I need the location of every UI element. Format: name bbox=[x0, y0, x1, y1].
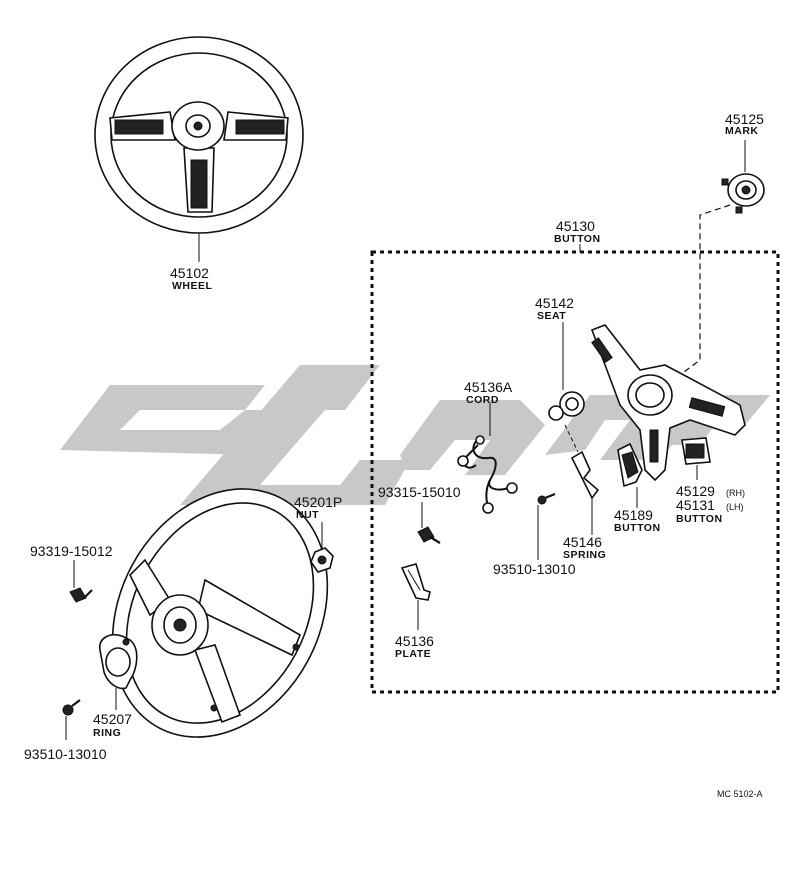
part-name-nut: NUT bbox=[296, 509, 319, 521]
reference-code: MC 5102-A bbox=[717, 789, 763, 799]
button-assembly-box bbox=[370, 244, 780, 694]
screw-a-illustration bbox=[417, 502, 441, 544]
label-screw-c: 93510-13010 bbox=[24, 746, 107, 762]
part-side-lh: (LH) bbox=[726, 502, 744, 512]
spoke-pad-illustration bbox=[590, 324, 746, 482]
spring-illustration bbox=[564, 424, 600, 535]
part-number-cord: 45136A bbox=[464, 379, 513, 395]
part-number-mark: 45125 bbox=[725, 111, 764, 127]
part-name-wheel: WHEEL bbox=[172, 280, 213, 292]
label-plate: 45136 PLATE bbox=[395, 633, 434, 660]
label-ring: 45207 RING bbox=[93, 711, 132, 739]
nut-illustration bbox=[310, 522, 334, 573]
label-button-side: 45129 (RH) 45131 (LH) BUTTON bbox=[676, 483, 745, 525]
screw-b-illustration bbox=[69, 560, 93, 603]
cord-illustration bbox=[457, 403, 518, 514]
part-name-seat: SEAT bbox=[537, 310, 566, 322]
part-number-button-lh: 45131 bbox=[676, 497, 715, 513]
label-nut: 45201P NUT bbox=[294, 494, 342, 521]
part-number-screw-d: 93510-13010 bbox=[493, 561, 576, 577]
part-number-wheel: 45102 bbox=[170, 265, 209, 281]
ring-illustration bbox=[99, 634, 138, 710]
screw-d-illustration bbox=[537, 492, 556, 560]
part-number-button-rh: 45129 bbox=[676, 483, 715, 499]
label-spring: 45146 SPRING bbox=[563, 534, 606, 561]
part-name-button-assembly: BUTTON bbox=[554, 233, 601, 245]
part-name-plate: PLATE bbox=[395, 648, 431, 660]
label-button-assembly: 45130 BUTTON bbox=[554, 218, 601, 245]
part-name-cord: CORD bbox=[466, 394, 499, 406]
label-wheel: 45102 WHEEL bbox=[170, 265, 213, 292]
part-number-seat: 45142 bbox=[535, 295, 574, 311]
screw-c-illustration bbox=[62, 699, 81, 740]
part-number-ring: 45207 bbox=[93, 711, 132, 727]
part-number-button-center: 45189 bbox=[614, 507, 653, 523]
button-side-illustration bbox=[681, 437, 711, 480]
mark-illustration bbox=[679, 140, 765, 376]
wheel-upper-illustration bbox=[94, 36, 304, 262]
label-seat: 45142 SEAT bbox=[535, 295, 574, 322]
part-number-button-assembly: 45130 bbox=[556, 218, 595, 234]
part-name-mark: MARK bbox=[725, 125, 759, 137]
label-screw-b: 93319-15012 bbox=[30, 543, 113, 559]
label-mark: 45125 MARK bbox=[725, 111, 764, 137]
wheel-lower-illustration bbox=[111, 488, 329, 738]
part-name-spring: SPRING bbox=[563, 549, 606, 561]
button-center-illustration bbox=[617, 442, 643, 508]
label-cord: 45136A CORD bbox=[464, 379, 513, 406]
plate-illustration bbox=[400, 563, 431, 630]
part-number-spring: 45146 bbox=[563, 534, 602, 550]
part-name-button-center: BUTTON bbox=[614, 522, 661, 534]
part-name-ring: RING bbox=[93, 727, 121, 739]
part-side-rh: (RH) bbox=[726, 488, 745, 498]
label-screw-d: 93510-13010 bbox=[493, 561, 576, 577]
part-name-button-side: BUTTON bbox=[676, 513, 723, 525]
seat-illustration bbox=[548, 322, 585, 421]
label-button-center: 45189 BUTTON bbox=[614, 507, 661, 534]
part-number-screw-b: 93319-15012 bbox=[30, 543, 113, 559]
part-number-screw-a: 93315-15010 bbox=[378, 484, 461, 500]
label-screw-a: 93315-15010 bbox=[378, 484, 461, 500]
part-number-nut: 45201P bbox=[294, 494, 342, 510]
part-number-plate: 45136 bbox=[395, 633, 434, 649]
part-number-screw-c: 93510-13010 bbox=[24, 746, 107, 762]
